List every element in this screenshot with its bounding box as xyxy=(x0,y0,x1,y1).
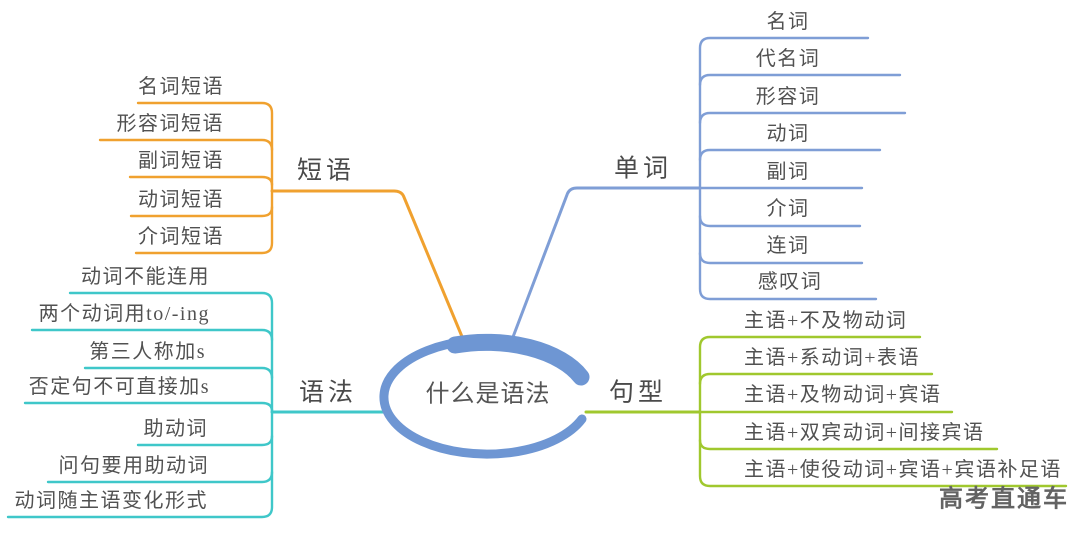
patterns-child-node[interactable]: 主语+不及物动词 xyxy=(744,310,908,332)
words-child-node[interactable]: 连词 xyxy=(766,235,810,257)
phrases-child-node[interactable]: 动词短语 xyxy=(138,189,224,211)
phrases-child-node[interactable]: 形容词短语 xyxy=(116,113,224,135)
patterns-child-node[interactable]: 主语+及物动词+宾语 xyxy=(744,384,942,406)
patterns-child-node[interactable]: 主语+系动词+表语 xyxy=(744,347,921,369)
grammar-child-node[interactable]: 动词随主语变化形式 xyxy=(14,490,208,512)
branch-label-patterns[interactable]: 句型 xyxy=(608,379,668,407)
words-child-node[interactable]: 动词 xyxy=(766,123,810,145)
watermark: 高考直通车 xyxy=(939,486,1069,513)
grammar-child-node[interactable]: 第三人称加s xyxy=(89,341,206,363)
branch-grammar-lines xyxy=(6,291,388,519)
words-child-node[interactable]: 副词 xyxy=(766,161,810,183)
phrases-child-node[interactable]: 介词短语 xyxy=(138,226,224,248)
grammar-child-node[interactable]: 助动词 xyxy=(143,418,208,440)
patterns-child-node[interactable]: 主语+使役动词+宾语+宾语补足语 xyxy=(744,459,1062,481)
words-child-node[interactable]: 代名词 xyxy=(755,48,821,70)
branch-label-phrases[interactable]: 短语 xyxy=(296,157,356,185)
grammar-child-node[interactable]: 动词不能连用 xyxy=(81,266,210,288)
center-ellipse xyxy=(379,333,590,459)
branch-label-words[interactable]: 单词 xyxy=(613,155,673,183)
grammar-child-node[interactable]: 问句要用助动词 xyxy=(58,455,209,477)
phrases-child-node[interactable]: 名词短语 xyxy=(138,76,224,98)
words-child-node[interactable]: 感叹词 xyxy=(757,271,823,293)
branch-label-grammar[interactable]: 语法 xyxy=(298,379,358,407)
words-child-node[interactable]: 名词 xyxy=(766,11,810,33)
grammar-child-node[interactable]: 两个动词用to/-ing xyxy=(38,303,210,325)
branch-patterns-lines xyxy=(584,335,1068,488)
patterns-child-node[interactable]: 主语+双宾动词+间接宾语 xyxy=(744,422,985,444)
grammar-child-node[interactable]: 否定句不可直接加s xyxy=(28,376,210,398)
phrases-child-node[interactable]: 副词短语 xyxy=(138,150,224,172)
branch-phrases-lines xyxy=(98,101,465,341)
central-topic[interactable]: 什么是语法 xyxy=(425,381,551,408)
words-child-node[interactable]: 介词 xyxy=(766,198,810,220)
branch-words-lines xyxy=(511,36,907,339)
words-child-node[interactable]: 形容词 xyxy=(755,86,821,108)
